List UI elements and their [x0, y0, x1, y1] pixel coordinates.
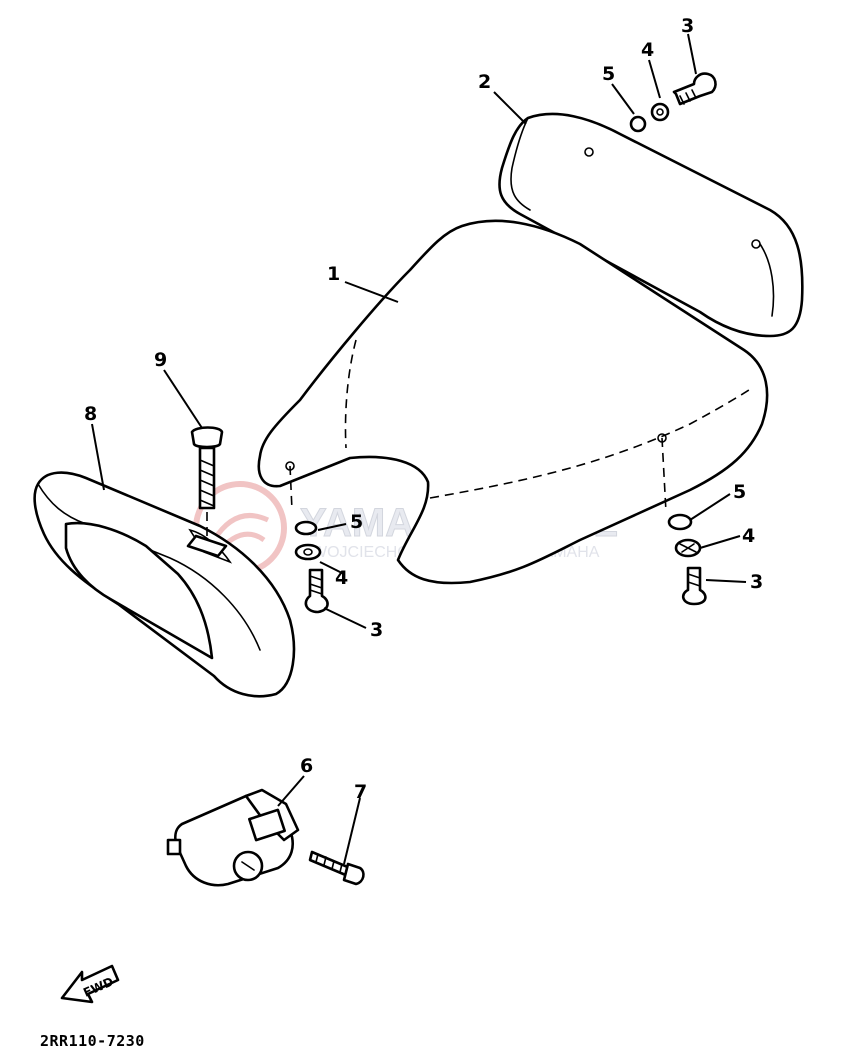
fastener-set-right — [667, 513, 707, 606]
callout-side-cover: 8 — [84, 403, 97, 425]
callout-lock-assy: 6 — [300, 755, 313, 777]
fwd-arrow-icon: FWD — [60, 964, 120, 1004]
seat-lock — [166, 788, 300, 887]
leader-lines — [91, 33, 747, 865]
backrest-mount-hole — [751, 239, 761, 249]
callout-washer-plain: 5 — [733, 481, 746, 503]
callouts: 1 2 3 4 5 9 8 5 4 3 5 4 3 6 7 — [84, 15, 763, 803]
callout-washer-lock: 4 — [335, 567, 348, 589]
callout-backrest: 2 — [478, 71, 491, 93]
callout-seat: 1 — [327, 263, 340, 285]
side-cover — [33, 471, 296, 698]
callout-washer-lock: 4 — [641, 39, 654, 61]
callout-bolt: 3 — [750, 571, 763, 593]
fastener-set-top — [629, 72, 717, 133]
fastener-set-left — [294, 520, 329, 614]
cover-bolt — [186, 426, 228, 558]
callout-washer-plain: 5 — [602, 63, 615, 85]
callout-washer-plain: 5 — [350, 511, 363, 533]
diagram-code: 2RR110-7230 — [40, 1032, 145, 1050]
backrest-mount-hole — [584, 147, 594, 157]
callout-washer-lock: 4 — [742, 525, 755, 547]
callout-screw: 7 — [354, 781, 367, 803]
callout-bolt: 3 — [681, 15, 694, 37]
lock-screw — [308, 850, 365, 886]
callout-bolt: 3 — [370, 619, 383, 641]
seat — [257, 219, 769, 585]
backrest-pad — [498, 112, 804, 338]
callout-cover-bolt: 9 — [154, 349, 167, 371]
